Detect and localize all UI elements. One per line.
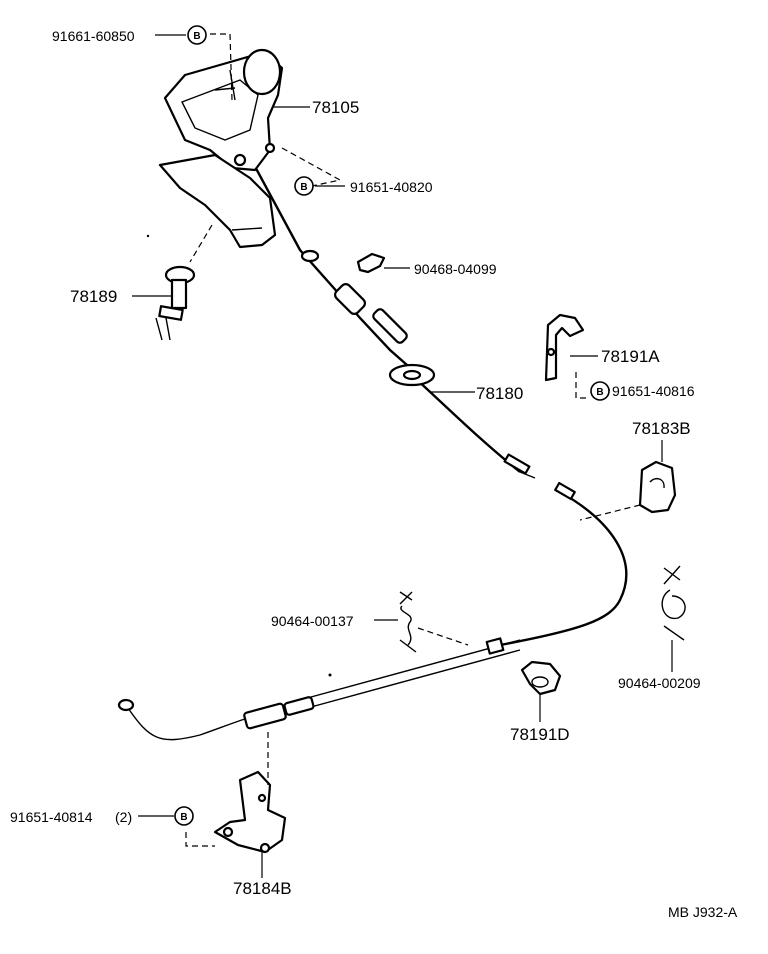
diagram-code: MB J932-A [668, 904, 738, 920]
label-78191A: 78191A [601, 347, 660, 366]
cable-end-fittings [117, 249, 576, 730]
label-78180: 78180 [476, 384, 523, 403]
label-78191D: 78191D [510, 725, 570, 744]
badge-b-icon: B [174, 806, 194, 826]
release-cable-78180 [127, 147, 628, 741]
bracket-78184B [213, 770, 287, 854]
clamp-78191D [520, 660, 562, 696]
svg-text:B: B [193, 31, 200, 42]
clamp-78183B [638, 460, 677, 514]
clip-90464-00209 [661, 565, 686, 641]
bolt-78189 [155, 265, 196, 341]
dashed-leaders [185, 33, 641, 847]
label-91651-40814-qty: (2) [115, 809, 132, 825]
leader-lines [132, 34, 673, 878]
clip-90464-00137 [399, 591, 417, 653]
label-78105: 78105 [312, 98, 359, 117]
clip-90468-04099 [356, 252, 386, 274]
label-78183B: 78183B [632, 419, 691, 438]
label-90464-00209: 90464-00209 [618, 675, 701, 691]
dot-mark [146, 234, 150, 238]
svg-text:B: B [300, 182, 307, 193]
label-91651-40820: 91651-40820 [350, 179, 433, 195]
clamp-78191A [544, 313, 585, 382]
lever-handle-grip [158, 153, 277, 249]
label-90464-00137: 90464-00137 [271, 613, 354, 629]
label-91661-60850: 91661-60850 [52, 28, 135, 44]
badge-b-icon: B [187, 25, 207, 45]
badge-b-icon: B [590, 381, 610, 401]
label-90468-04099: 90468-04099 [414, 261, 497, 277]
svg-text:B: B [596, 387, 603, 398]
badge-b-icon: B [294, 176, 314, 196]
release-lever-78105 [163, 48, 284, 172]
svg-text:B: B [180, 812, 187, 823]
label-91651-40816: 91651-40816 [612, 383, 695, 399]
dot-mark [328, 673, 332, 677]
label-78189: 78189 [70, 287, 117, 306]
label-78184B: 78184B [233, 879, 292, 898]
label-91651-40814: 91651-40814 [10, 809, 93, 825]
